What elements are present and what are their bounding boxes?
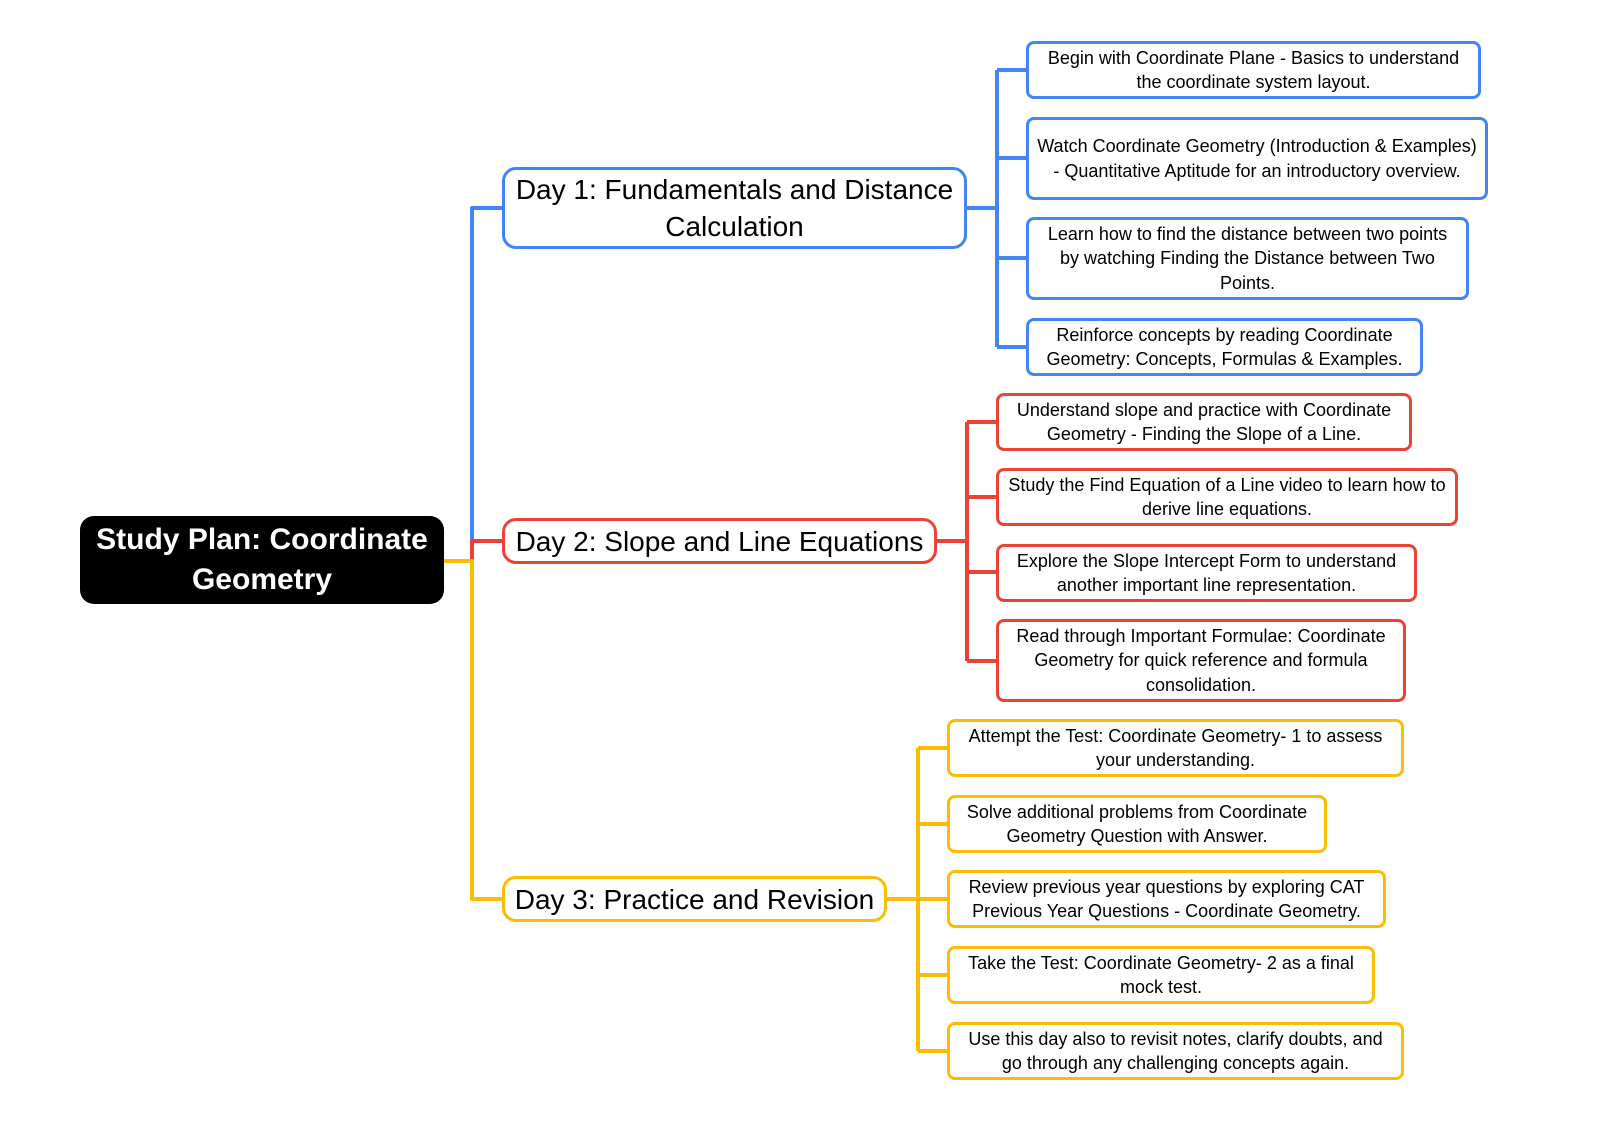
day3-item-4-text: Take the Test: Coordinate Geometry- 2 as… <box>968 952 1354 998</box>
day1-item-2[interactable]: Watch Coordinate Geometry (Introduction … <box>1026 117 1488 200</box>
day2-item-3-text: Explore the Slope Intercept Form to unde… <box>1016 550 1397 596</box>
connector-root-day3 <box>444 559 502 901</box>
day2-item-3[interactable]: Explore the Slope Intercept Form to unde… <box>996 544 1417 602</box>
day1-label: Day 1: Fundamentals and Distance Calcula… <box>515 174 954 242</box>
day3-item-5-text: Use this day also to revisit notes, clar… <box>968 1028 1383 1074</box>
day3-item-1-text: Attempt the Test: Coordinate Geometry- 1… <box>968 725 1383 771</box>
day3-item-5[interactable]: Use this day also to revisit notes, clar… <box>947 1022 1404 1080</box>
root-label: Study Plan: Coordinate Geometry <box>96 523 428 596</box>
day2-item-4-text: Read through Important Formulae: Coordin… <box>1016 625 1386 695</box>
day2-item-1-text: Understand slope and practice with Coord… <box>1016 399 1392 445</box>
day1-item-4[interactable]: Reinforce concepts by reading Coordinate… <box>1026 318 1423 376</box>
connector-root-day1 <box>444 206 502 563</box>
day2-item-2[interactable]: Study the Find Equation of a Line video … <box>996 468 1458 526</box>
day1-item-1-text: Begin with Coordinate Plane - Basics to … <box>1047 47 1460 93</box>
day3-item-2-text: Solve additional problems from Coordinat… <box>966 801 1308 847</box>
day3-item-3[interactable]: Review previous year questions by explor… <box>947 870 1386 928</box>
day1-item-2-text: Watch Coordinate Geometry (Introduction … <box>1037 136 1477 181</box>
day2-label: Day 2: Slope and Line Equations <box>515 525 924 557</box>
connector-root-day2 <box>444 539 502 563</box>
day3-item-2[interactable]: Solve additional problems from Coordinat… <box>947 795 1327 853</box>
day3-item-4[interactable]: Take the Test: Coordinate Geometry- 2 as… <box>947 946 1375 1004</box>
connector-day3-items <box>887 746 947 1053</box>
day1-item-3[interactable]: Learn how to find the distance between t… <box>1026 217 1469 300</box>
day3-item-3-text: Review previous year questions by explor… <box>968 876 1365 922</box>
day2-node[interactable]: Day 2: Slope and Line Equations <box>502 518 937 564</box>
day1-item-3-text: Learn how to find the distance between t… <box>1047 223 1448 293</box>
connector-day2-items <box>937 420 996 663</box>
day1-node[interactable]: Day 1: Fundamentals and Distance Calcula… <box>502 167 967 249</box>
day2-item-2-text: Study the Find Equation of a Line video … <box>1008 474 1446 520</box>
day2-item-4[interactable]: Read through Important Formulae: Coordin… <box>996 619 1406 702</box>
day3-item-1[interactable]: Attempt the Test: Coordinate Geometry- 1… <box>947 719 1404 777</box>
day2-item-1[interactable]: Understand slope and practice with Coord… <box>996 393 1412 451</box>
day3-node[interactable]: Day 3: Practice and Revision <box>502 876 887 922</box>
root-node[interactable]: Study Plan: Coordinate Geometry <box>80 516 444 604</box>
day3-label: Day 3: Practice and Revision <box>514 883 875 915</box>
day1-item-4-text: Reinforce concepts by reading Coordinate… <box>1046 324 1403 370</box>
connector-day1-items <box>967 68 1026 349</box>
day1-item-1[interactable]: Begin with Coordinate Plane - Basics to … <box>1026 41 1481 99</box>
